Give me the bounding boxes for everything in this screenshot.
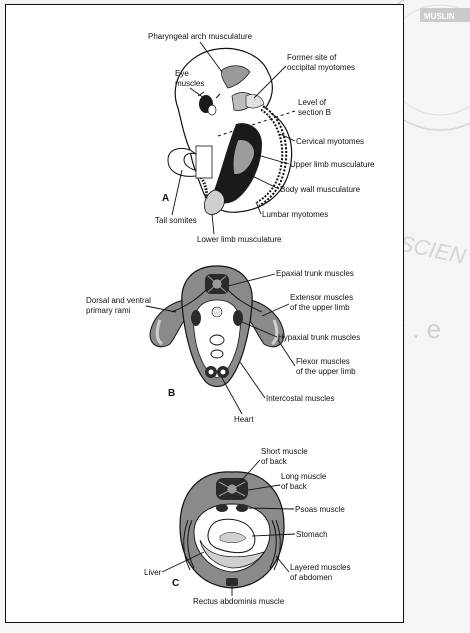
label-long-1: Long muscle [281, 472, 327, 481]
watermark-text: SCIEN [397, 230, 468, 268]
label-dorsal-2: primary rami [86, 306, 131, 315]
rectus-abdominis [226, 578, 238, 586]
notochord-b [212, 307, 222, 317]
label-short-1: Short muscle [261, 447, 308, 456]
label-former-site-1: Former site of [287, 53, 337, 62]
label-lower-limb: Lower limb musculature [197, 235, 282, 244]
label-psoas: Psoas muscle [295, 505, 345, 514]
label-flexor-1: Flexor muscles [296, 357, 350, 366]
label-short-2: of back [261, 457, 288, 466]
left-hypaxial [191, 310, 201, 326]
heart-right-lumen [221, 370, 226, 375]
label-liver: Liver [144, 568, 162, 577]
label-former-site-2: occipital myotomes [287, 63, 355, 72]
label-extensor-1: Extensor muscles [290, 293, 353, 302]
lung-bud-b [210, 335, 224, 345]
label-body-wall: Body wall musculature [280, 185, 361, 194]
panel-b-letter: B [168, 388, 175, 399]
label-epaxial: Epaxial trunk muscles [276, 269, 354, 278]
cross-section-c [180, 472, 284, 588]
panel-a-letter: A [162, 193, 169, 204]
label-hypaxial: Hypaxial trunk muscles [278, 333, 360, 342]
label-cervical: Cervical myotomes [296, 137, 364, 146]
right-psoas [236, 504, 248, 512]
label-layered-1: Layered muscles [290, 563, 350, 572]
label-layered-2: of abdomen [290, 573, 332, 582]
label-upper-limb: Upper limb musculature [290, 160, 375, 169]
label-intercostal: Intercostal muscles [266, 394, 334, 403]
label-long-2: of back [281, 482, 308, 491]
label-heart: Heart [234, 415, 254, 424]
label-level-1: Level of [298, 98, 327, 107]
label-flexor-2: of the upper limb [296, 367, 356, 376]
heart-left-lumen [209, 370, 214, 375]
label-lumbar: Lumbar myotomes [262, 210, 328, 219]
umbilical-stalk [196, 146, 212, 178]
label-rectus: Rectus abdominis muscle [193, 597, 285, 606]
label-eye-1: Eye [175, 69, 189, 78]
label-level-2: section B [298, 108, 331, 117]
label-tail: Tail somites [155, 216, 197, 225]
panel-c-letter: C [172, 578, 179, 589]
eye-muscle-spot [208, 105, 216, 115]
left-psoas [216, 504, 228, 512]
label-pharyngeal-arch: Pharyngeal arch musculature [148, 32, 253, 41]
label-extensor-2: of the upper limb [290, 303, 350, 312]
label-dorsal-1: Dorsal and ventral [86, 296, 151, 305]
watermark-badge-text: MUSLIN [424, 12, 455, 21]
esophagus-b [211, 350, 223, 358]
label-stomach: Stomach [296, 530, 328, 539]
label-eye-2: muscles [175, 79, 204, 88]
right-hypaxial [233, 310, 243, 326]
